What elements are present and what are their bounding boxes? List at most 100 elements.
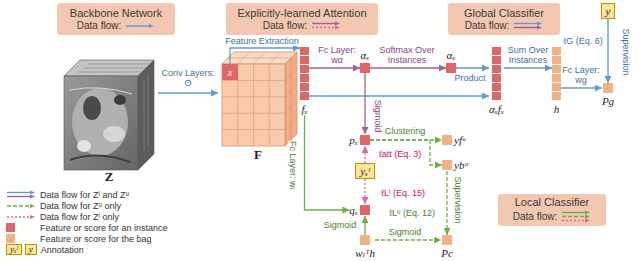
edge-label: Sum Over Instances <box>506 45 550 65</box>
flow-sample-part <box>562 220 586 221</box>
flow-sample-part <box>7 192 31 193</box>
legend-sample <box>6 189 36 200</box>
section-title: Backbone Network <box>70 7 162 20</box>
flow-sample-part <box>30 204 35 208</box>
flow-arrow <box>364 146 365 163</box>
feature-square <box>360 135 370 145</box>
flow-sample <box>561 209 591 224</box>
flow-sample <box>311 20 341 31</box>
feature-label: αₓ <box>447 49 456 61</box>
flow-sample-part <box>30 215 35 219</box>
flow-arrow <box>561 87 602 88</box>
feature-column <box>492 47 501 101</box>
feature-square <box>360 235 370 245</box>
feature-label: wₗᵀh <box>355 247 375 259</box>
edge-label: Fc Layer: wα <box>316 45 358 65</box>
flow-sample <box>6 189 36 200</box>
feature-label: Pg <box>602 95 614 107</box>
flow-caption: Data flow: <box>465 20 509 32</box>
legend-row: yₓˡy Annotation <box>6 244 84 255</box>
edge-label: Fc Layer: wₗ <box>288 141 298 189</box>
flow-sample-part <box>7 196 31 197</box>
flow-sample-part <box>514 27 538 28</box>
figure-label: Z <box>105 170 114 184</box>
flow-sample <box>6 202 36 210</box>
legend-sample <box>6 223 36 232</box>
feature-label: yfᵘ <box>454 134 465 146</box>
feature-column-node: αₓfₓ <box>489 47 504 115</box>
illustration-part <box>83 96 101 120</box>
feature-node: Pc <box>441 235 453 259</box>
flow-sample-part <box>7 205 31 206</box>
legend-sample <box>6 213 36 221</box>
feature-node: αₓ <box>446 49 456 73</box>
legend-sample: yₓˡy <box>6 244 37 255</box>
flow-caption: Data flow: <box>263 20 307 32</box>
flow-sample-part <box>537 22 542 26</box>
illustration-part <box>138 60 154 170</box>
feature-node: αₓ <box>360 49 370 73</box>
legend-text: Data flow for Zᵘ only <box>40 201 121 211</box>
legend-text: Data flow for Zˡ only <box>40 212 119 222</box>
flow-arrow <box>446 171 447 235</box>
flow-arrow <box>309 95 489 96</box>
feature-square <box>446 63 456 73</box>
feature-column-node: h <box>552 47 561 115</box>
legend-sample <box>6 202 36 210</box>
legend-text: Feature or score for an instance <box>40 223 168 233</box>
annotation-box: yₓˡ <box>355 163 375 179</box>
edge-label: Sigmoid <box>373 100 383 133</box>
feature-label: pₓ <box>349 134 358 146</box>
legend-row: Data flow for Zˡ and Zᵘ <box>6 189 129 200</box>
feature-label: αₓfₓ <box>489 103 504 115</box>
section-box: Local ClassifierData flow: <box>498 194 606 226</box>
legend-swatch: y <box>25 244 37 255</box>
illustration-part <box>114 95 126 105</box>
feature-map-box: Fx <box>218 50 298 162</box>
flow-row: Data flow: <box>77 20 155 32</box>
feature-label: fₓ <box>301 103 307 115</box>
flow-sample-part <box>149 24 154 28</box>
legend-text: Data flow for Zˡ and Zᵘ <box>40 190 129 200</box>
feature-node: ybᵘ <box>442 159 468 171</box>
feature-label: h <box>554 103 560 115</box>
flow-sample-part <box>514 23 538 24</box>
flow-arrow <box>456 67 489 68</box>
annotation-label: yₓˡ <box>360 165 370 177</box>
feature-label: ybᵘ <box>454 159 468 171</box>
illustration-part <box>70 88 132 94</box>
legend-row: Feature or score for the bag <box>6 233 152 244</box>
legend-text: Annotation <box>41 245 84 255</box>
flow-sample-part <box>562 212 586 213</box>
legend-swatch <box>6 234 15 243</box>
illustration-part <box>222 52 297 64</box>
flow-sample <box>125 22 155 30</box>
feature-square <box>360 63 370 73</box>
flow-arrow <box>309 67 360 68</box>
flow-sample-part <box>585 211 590 215</box>
edge-label: ℓLˡ (Eq. 15) <box>381 188 425 198</box>
feature-node: qₓ <box>349 204 370 216</box>
feature-square <box>442 235 452 245</box>
flow-sample-part <box>312 27 336 28</box>
legend-row: Data flow for Zˡ only <box>6 211 119 222</box>
flow-arrow <box>375 239 441 240</box>
annotation-sample-label: y <box>29 245 33 254</box>
feature-square <box>442 135 452 145</box>
illustration-part <box>77 140 91 152</box>
flow-sample-part <box>562 216 586 217</box>
edge-label: Supervision <box>621 28 631 75</box>
flow-arrow <box>364 216 365 235</box>
feature-column <box>552 47 561 101</box>
instance-cell: x <box>222 64 238 80</box>
illustration-part <box>70 155 130 162</box>
flow-arrow <box>504 67 552 68</box>
illustration-part <box>72 88 128 156</box>
section-title: Explicitly-learned Attention <box>237 7 366 20</box>
feature-label: Pc <box>441 247 453 259</box>
flow-arrow <box>158 92 218 93</box>
edge-label: ℓatt (Eq. 3) <box>379 149 421 159</box>
illustration-part <box>78 64 150 72</box>
annotation-box: y <box>601 3 616 19</box>
